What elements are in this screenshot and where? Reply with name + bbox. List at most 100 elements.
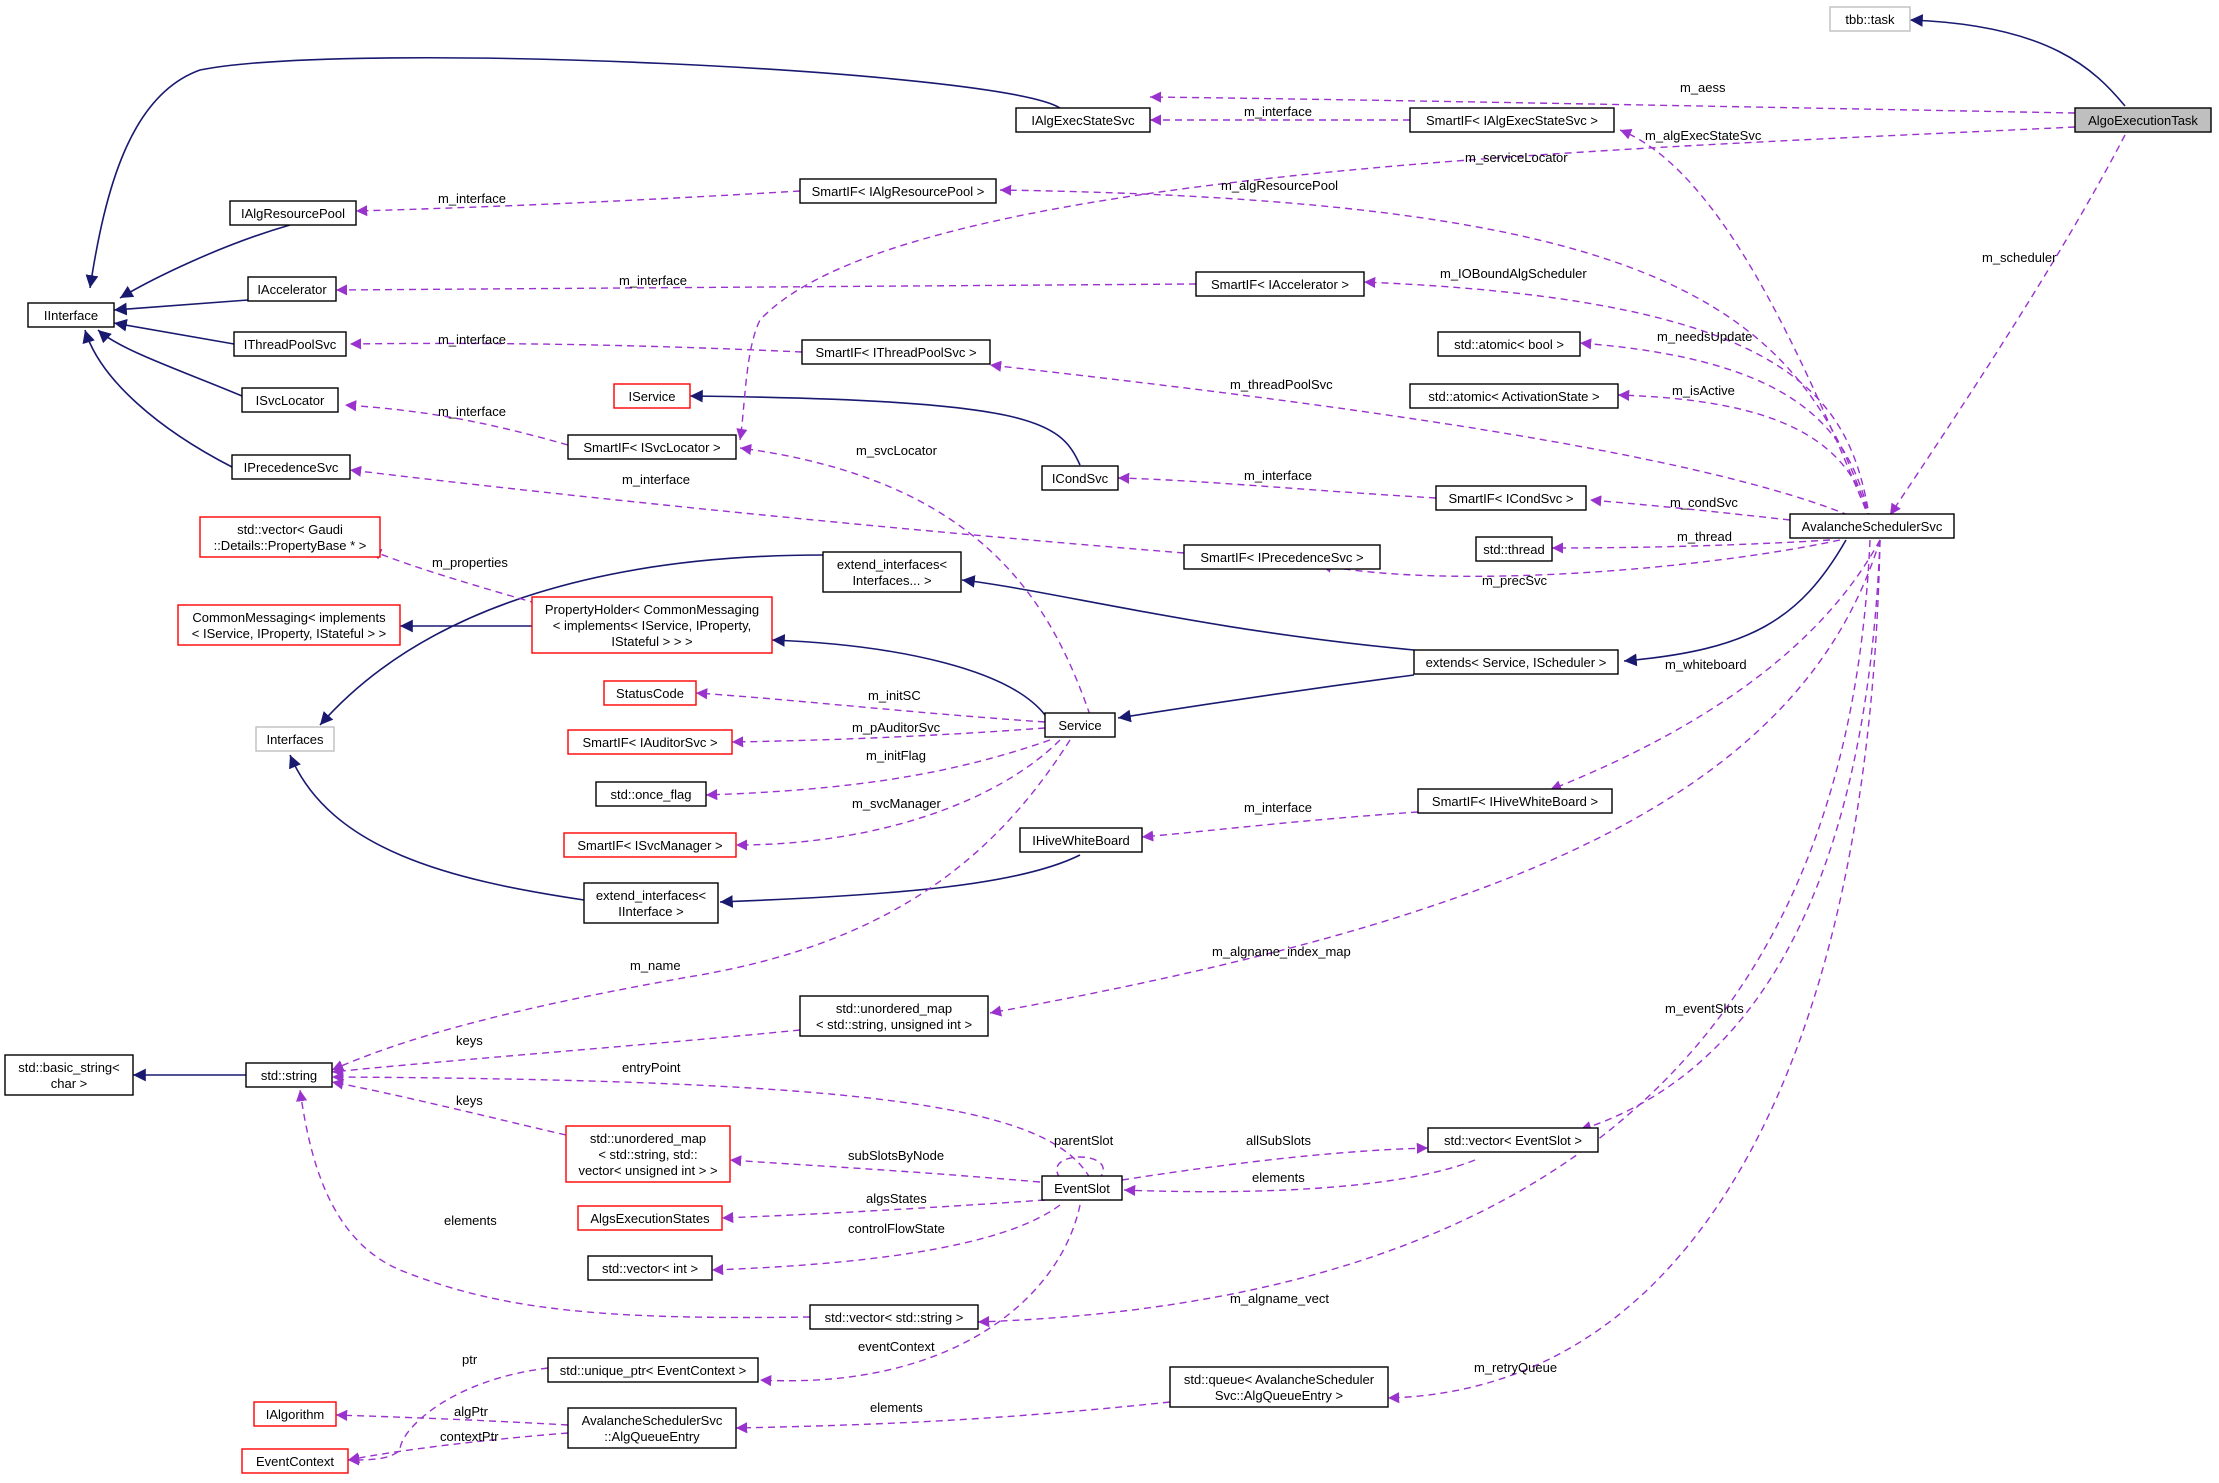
- node-unique-ptr-eventcontext[interactable]: std::unique_ptr< EventContext >: [547, 1357, 759, 1383]
- svg-text:std::thread: std::thread: [1483, 542, 1544, 557]
- edge-label-m-initsc: m_initSC: [868, 688, 921, 703]
- node-vector-propertybase[interactable]: std::vector< Gaudi ::Details::PropertyBa…: [199, 516, 381, 558]
- edge-ptr: [347, 1367, 549, 1466]
- node-commonmessaging[interactable]: CommonMessaging< implements < IService, …: [177, 604, 401, 646]
- node-eventslot[interactable]: EventSlot: [1041, 1175, 1123, 1201]
- edge-label-parentslot: parentSlot: [1054, 1133, 1114, 1148]
- edge-label-m-interface-algres: m_interface: [438, 191, 506, 206]
- edge-label-elements-string: elements: [444, 1213, 497, 1228]
- svg-text:std::once_flag: std::once_flag: [611, 787, 692, 802]
- svg-text:tbb::task: tbb::task: [1845, 12, 1895, 27]
- edge-label-m-scheduler: m_scheduler: [1982, 250, 2057, 265]
- svg-text:std::atomic< bool >: std::atomic< bool >: [1454, 337, 1564, 352]
- node-atomic-bool[interactable]: std::atomic< bool >: [1437, 331, 1581, 357]
- edge-smartif-iprecedence-interface: [349, 465, 1185, 554]
- node-smartif-icondsvc[interactable]: SmartIF< ICondSvc >: [1435, 485, 1587, 511]
- svg-text:std::string: std::string: [261, 1068, 317, 1083]
- node-alg-queue-entry[interactable]: AvalancheSchedulerSvc ::AlgQueueEntry: [567, 1407, 737, 1449]
- node-smartif-ihivewhiteboard[interactable]: SmartIF< IHiveWhiteBoard >: [1417, 788, 1613, 814]
- node-iservice[interactable]: IService: [613, 383, 691, 409]
- node-ialgorithm[interactable]: IAlgorithm: [253, 1401, 337, 1427]
- node-smartif-ialgexecstatesvc[interactable]: SmartIF< IAlgExecStateSvc >: [1409, 107, 1615, 133]
- svg-text:SmartIF< ICondSvc >: SmartIF< ICondSvc >: [1449, 491, 1574, 506]
- node-std-thread[interactable]: std::thread: [1475, 536, 1553, 562]
- svg-text:::AlgQueueEntry: ::AlgQueueEntry: [604, 1429, 700, 1444]
- svg-text:IPrecedenceSvc: IPrecedenceSvc: [244, 460, 339, 475]
- node-ithreadpoolsvc[interactable]: IThreadPoolSvc: [233, 331, 347, 357]
- node-smartif-iauditorsvc[interactable]: SmartIF< IAuditorSvc >: [567, 729, 733, 755]
- edge-label-m-algexecstatesvc: m_algExecStateSvc: [1645, 128, 1762, 143]
- node-statuscode[interactable]: StatusCode: [603, 680, 697, 706]
- edge-label-m-aess: m_aess: [1680, 80, 1726, 95]
- node-algo-execution-task[interactable]: AlgoExecutionTask: [2074, 107, 2212, 133]
- node-smartif-iaccelerator[interactable]: SmartIF< IAccelerator >: [1195, 271, 1365, 297]
- node-smartif-ithreadpoolsvc[interactable]: SmartIF< IThreadPoolSvc >: [801, 339, 991, 365]
- node-service[interactable]: Service: [1044, 712, 1116, 738]
- edge-controlflowstate: [711, 1204, 1061, 1276]
- node-extend-interfaces-pack[interactable]: extend_interfaces< Interfaces... >: [822, 551, 962, 593]
- edge-ithreadpoolsvc-to-iinterface: [113, 318, 235, 345]
- node-eventcontext[interactable]: EventContext: [241, 1448, 349, 1474]
- node-propertyholder[interactable]: PropertyHolder< CommonMessaging < implem…: [531, 596, 773, 654]
- node-iprecedencesvc[interactable]: IPrecedenceSvc: [231, 454, 351, 480]
- node-algsexecutionstates[interactable]: AlgsExecutionStates: [577, 1205, 723, 1231]
- svg-text:::Details::PropertyBase * >: ::Details::PropertyBase * >: [214, 538, 367, 553]
- edge-m-svclocator: [739, 443, 1091, 716]
- edge-label-m-interface: m_interface: [1244, 104, 1312, 119]
- svg-text:IAccelerator: IAccelerator: [257, 282, 327, 297]
- edge-extendinterfaces-to-interfaces: [319, 554, 824, 726]
- node-isvclocator[interactable]: ISvcLocator: [241, 387, 339, 413]
- edge-label-algptr: algPtr: [454, 1404, 489, 1419]
- edge-m-algexecstatesvc: [1619, 128, 1871, 521]
- node-basic-string[interactable]: std::basic_string< char >: [4, 1054, 134, 1096]
- edge-extends-to-service: [1117, 674, 1415, 723]
- node-smartif-ialgresourcepool[interactable]: SmartIF< IAlgResourcePool >: [799, 178, 997, 204]
- node-atomic-activationstate[interactable]: std::atomic< ActivationState >: [1409, 383, 1619, 409]
- node-vector-eventslot[interactable]: std::vector< EventSlot >: [1427, 1127, 1599, 1153]
- node-queue-algqueueentry[interactable]: std::queue< AvalancheScheduler Svc::AlgQ…: [1169, 1366, 1389, 1408]
- node-vector-int[interactable]: std::vector< int >: [587, 1255, 713, 1281]
- node-extend-interfaces-iinterface[interactable]: extend_interfaces< IInterface >: [583, 882, 719, 924]
- edge-label-ptr: ptr: [462, 1352, 478, 1367]
- svg-text:std::queue< AvalancheScheduler: std::queue< AvalancheScheduler: [1184, 1372, 1375, 1387]
- svg-text:IInterface: IInterface: [44, 308, 98, 323]
- edge-eventcontext: [759, 1204, 1081, 1387]
- node-ihivewhiteboard[interactable]: IHiveWhiteBoard: [1019, 827, 1143, 853]
- node-ialgexecstatesvc[interactable]: IAlgExecStateSvc: [1015, 107, 1151, 133]
- node-avalanche-scheduler-svc[interactable]: AvalancheSchedulerSvc: [1789, 513, 1955, 539]
- svg-text:PropertyHolder< CommonMessagin: PropertyHolder< CommonMessaging: [545, 602, 759, 617]
- edge-m-needsupdate: [1579, 338, 1871, 521]
- node-iaccelerator[interactable]: IAccelerator: [247, 276, 337, 302]
- svg-text:IHiveWhiteBoard: IHiveWhiteBoard: [1032, 833, 1130, 848]
- node-unordered-map-vector[interactable]: std::unordered_map < std::string, std:: …: [565, 1125, 731, 1183]
- svg-text:IService: IService: [629, 389, 676, 404]
- inheritance-edges: [82, 14, 2126, 1082]
- node-vector-string[interactable]: std::vector< std::string >: [809, 1304, 979, 1330]
- node-unordered-map-uint[interactable]: std::unordered_map < std::string, unsign…: [799, 995, 989, 1037]
- node-std-string[interactable]: std::string: [245, 1062, 333, 1088]
- node-iinterface[interactable]: IInterface: [27, 302, 115, 328]
- svg-text:SmartIF< IHiveWhiteBoard >: SmartIF< IHiveWhiteBoard >: [1432, 794, 1598, 809]
- svg-text:EventSlot: EventSlot: [1054, 1181, 1110, 1196]
- svg-text:std::vector< int >: std::vector< int >: [602, 1261, 698, 1276]
- edge-smartif-ihivewb-interface: [1141, 811, 1419, 842]
- edge-label-m-needsupdate: m_needsUpdate: [1657, 329, 1752, 344]
- node-icondsvc[interactable]: ICondSvc: [1041, 465, 1119, 491]
- edge-label-m-threadpoolsvc: m_threadPoolSvc: [1230, 377, 1333, 392]
- node-extends-service-ischeduler[interactable]: extends< Service, IScheduler >: [1413, 649, 1619, 675]
- node-ialgresourcepool[interactable]: IAlgResourcePool: [229, 200, 357, 226]
- node-smartif-iprecedencesvc[interactable]: SmartIF< IPrecedenceSvc >: [1183, 544, 1381, 570]
- svg-text:Svc::AlgQueueEntry >: Svc::AlgQueueEntry >: [1215, 1388, 1343, 1403]
- edge-m-precsvc: [1319, 539, 1841, 578]
- node-smartif-isvcmanager[interactable]: SmartIF< ISvcManager >: [563, 832, 737, 858]
- svg-text:AlgoExecutionTask: AlgoExecutionTask: [2088, 113, 2198, 128]
- edge-smartif-ithreadpool-interface: [349, 338, 803, 353]
- node-smartif-isvclocator[interactable]: SmartIF< ISvcLocator >: [567, 434, 737, 460]
- edge-m-retryqueue: [1387, 539, 1881, 1404]
- edge-m-scheduler: [1889, 134, 2126, 516]
- node-tbb-task[interactable]: tbb::task: [1829, 6, 1911, 32]
- edge-label-m-pauditorsvc: m_pAuditorSvc: [852, 720, 941, 735]
- node-interfaces[interactable]: Interfaces: [255, 726, 335, 752]
- node-std-once-flag[interactable]: std::once_flag: [595, 781, 707, 807]
